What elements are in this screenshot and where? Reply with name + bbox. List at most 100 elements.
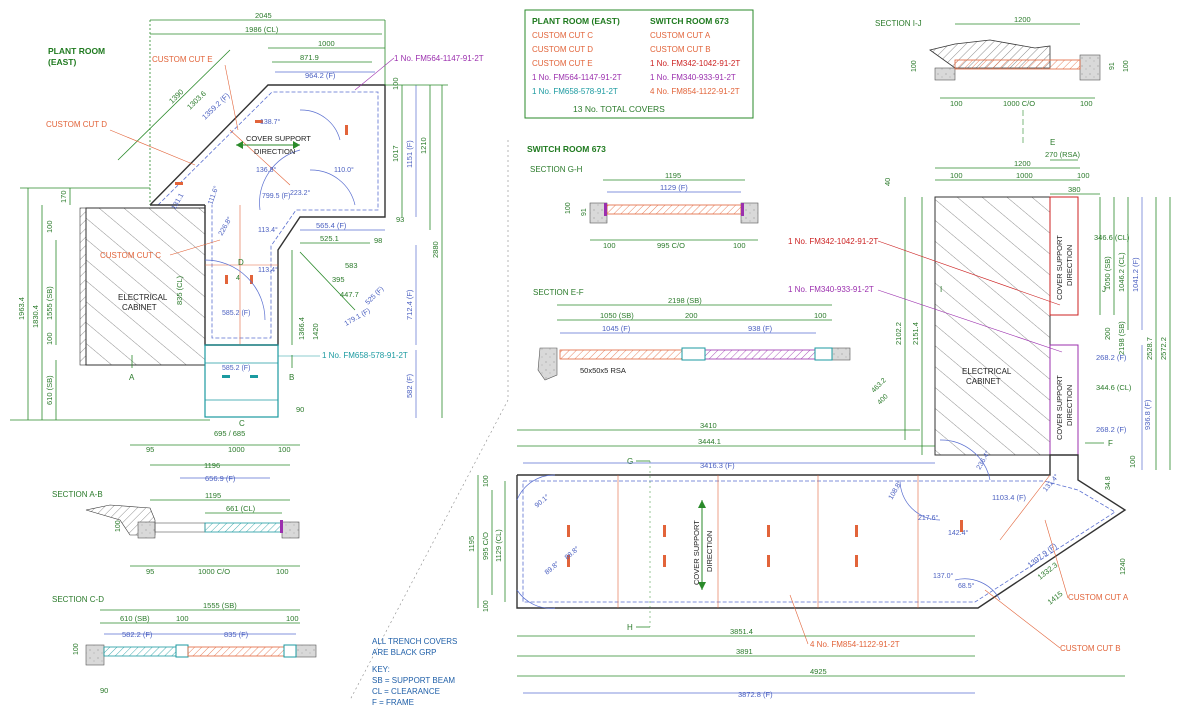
plant-dim-1017-text: 1017 — [391, 145, 400, 162]
switch-dim-3410-text: 3410 — [700, 421, 717, 430]
switch-dim-2151-text: 2151.4 — [911, 322, 920, 345]
section-ef-title: SECTION E-F — [533, 288, 584, 297]
switch-angle-142: 142.4° — [948, 529, 969, 537]
plant-frame-outline — [157, 91, 379, 339]
legend-col2-item: 1 No. FM340-933-91-2T — [650, 73, 736, 82]
switch-support-bar — [767, 525, 770, 537]
section-ab-blank — [154, 522, 206, 533]
plant-dim-1151-text: 1151 (F) — [405, 140, 414, 168]
switch-support-bar — [767, 555, 770, 567]
switch-cover-support: COVER SUPPORT — [692, 520, 701, 585]
switch-angle-137: 137.0° — [933, 572, 954, 580]
plant-angle-136: 136.8° — [256, 166, 277, 174]
switch-mark-j: J — [1102, 285, 1106, 294]
section-cd-100b: 100 — [286, 614, 299, 623]
legend-col2-item: 4 No. FM854-1122-91-2T — [650, 87, 740, 96]
section-ef-right-wall — [831, 347, 851, 361]
plant-dim-100d-text: 100 — [391, 77, 400, 90]
switch-room-plan: SWITCH ROOM 673 ELECTRICAL CABINET COVER… — [467, 110, 1171, 699]
switch-dim-400: 400 — [876, 393, 889, 406]
section-ef-100: 100 — [814, 311, 827, 320]
plant-cut-c-leader — [169, 239, 221, 256]
plant-dim-95-text: 95 — [146, 445, 154, 454]
switch-dim-34: 34.8 — [1105, 476, 1112, 490]
plant-fm658-label: 1 No. FM658-578-91-2T — [322, 351, 408, 360]
plant-dim-93-text: 93 — [396, 215, 404, 224]
switch-dim-1195-text: 1195 — [467, 536, 476, 552]
plant-cut-c-label: CUSTOM CUT C — [100, 251, 161, 260]
switch-cabinet — [934, 196, 1051, 456]
legend-col1-item: CUSTOM CUT D — [532, 45, 593, 54]
section-ab-1195: 1195 — [205, 491, 221, 500]
switch-mark-h: H — [627, 623, 633, 632]
plant-dim-2880-text: 2880 — [431, 241, 440, 258]
switch-dim-3416-text: 3416.3 (F) — [700, 461, 735, 470]
plant-dim-90-text: 90 — [296, 405, 304, 414]
section-ab-title: SECTION A-B — [52, 490, 103, 499]
switch-dim-1000: 1000 — [1016, 171, 1033, 180]
switch-mark-i: I — [940, 285, 942, 294]
section-ef-left-wall — [537, 347, 558, 381]
plant-dim-565-text: 565.4 (F) — [316, 221, 347, 230]
switch-joint-5 — [999, 474, 1051, 541]
plant-dim-100b-text: 100 — [45, 332, 54, 345]
switch-cover-v2b: DIRECTION — [1065, 385, 1074, 426]
section-gh-100b: 100 — [603, 241, 616, 250]
switch-cabinet-label: ELECTRICAL — [962, 367, 1012, 376]
plant-cabinet — [85, 207, 206, 366]
switch-dim-2572-text: 2572.2 — [1159, 337, 1168, 360]
switch-angle-217: 217.6° — [918, 514, 939, 522]
notes-block: ALL TRENCH COVERS ARE BLACK GRP KEY: SB … — [372, 637, 457, 707]
switch-dim-1050-text: 1050 (SB) — [1103, 256, 1112, 290]
switch-dim-936-text: 936.8 (F) — [1143, 399, 1152, 430]
plant-dim-525-text: 525.1 — [320, 234, 339, 243]
plant-wall-left — [79, 207, 87, 366]
section-gh-995: 995 C/O — [657, 241, 685, 250]
switch-angle-90: 90.1° — [533, 493, 551, 510]
legend-col1-item: CUSTOM CUT E — [532, 59, 593, 68]
switch-mark-e: E — [1050, 138, 1055, 147]
section-ab-bracket — [280, 520, 283, 533]
switch-dim-995-text: 995 C/O — [481, 532, 490, 560]
section-ab-100: 100 — [115, 520, 122, 532]
plant-cut-e-leader — [224, 64, 239, 131]
plant-angle-226: 226.8° — [217, 215, 234, 237]
plant-dim-582-text: 582 (F) — [405, 373, 414, 398]
switch-angle-68: 68.5° — [958, 582, 975, 590]
plant-dim-871-text: 871.9 — [300, 53, 319, 62]
section-ef-1045: 1045 (F) — [602, 324, 631, 333]
section-gh-title: SECTION G-H — [530, 165, 583, 174]
switch-fm342-label: 1 No. FM342-1042-91-2T — [788, 237, 878, 246]
plant-dim-1963-text: 1963.4 — [17, 297, 26, 320]
switch-dim-4925-text: 4925 — [810, 667, 827, 676]
plant-angle-113a: 113.4° — [258, 226, 278, 234]
plant-cut-d-label: CUSTOM CUT D — [46, 120, 107, 129]
switch-dim-40: 40 — [883, 178, 892, 186]
switch-mark-g: G — [627, 457, 633, 466]
switch-mark-f: F — [1108, 439, 1113, 448]
plant-dim-98-text: 98 — [374, 236, 382, 245]
section-ij: SECTION I-J 1200 100 91 100 100 1000 C/O… — [875, 15, 1130, 108]
notes-line1: ALL TRENCH COVERS — [372, 637, 457, 646]
plant-cut-e-label: CUSTOM CUT E — [152, 55, 213, 64]
switch-arc-2 — [516, 589, 556, 609]
switch-dim-344: 344.6 (CL) — [1096, 383, 1132, 392]
section-ab-1000: 1000 C/O — [198, 567, 230, 576]
legend-col2-item: CUSTOM CUT B — [650, 45, 711, 54]
switch-dim-346-text: 346.6 (CL) — [1094, 233, 1130, 242]
plant-support-4 — [255, 120, 263, 123]
plant-arc-3 — [309, 169, 356, 206]
plant-dim-447-text: 447.7 — [340, 290, 359, 299]
switch-fm854-leader — [789, 594, 809, 645]
section-ab-95: 95 — [146, 567, 154, 576]
plant-dim-1420-text: 1420 — [311, 323, 320, 340]
section-ef-cover-2 — [704, 349, 816, 360]
switch-dim-270-text: 270 (RSA) — [1045, 150, 1081, 159]
plant-dim-1555-text: 1555 (SB) — [45, 286, 54, 320]
section-cd-cover-2 — [187, 646, 285, 657]
divider-diagonal — [349, 399, 509, 701]
section-gh: SECTION G-H 1195 1129 (F) 100 91 100 995… — [530, 165, 759, 250]
